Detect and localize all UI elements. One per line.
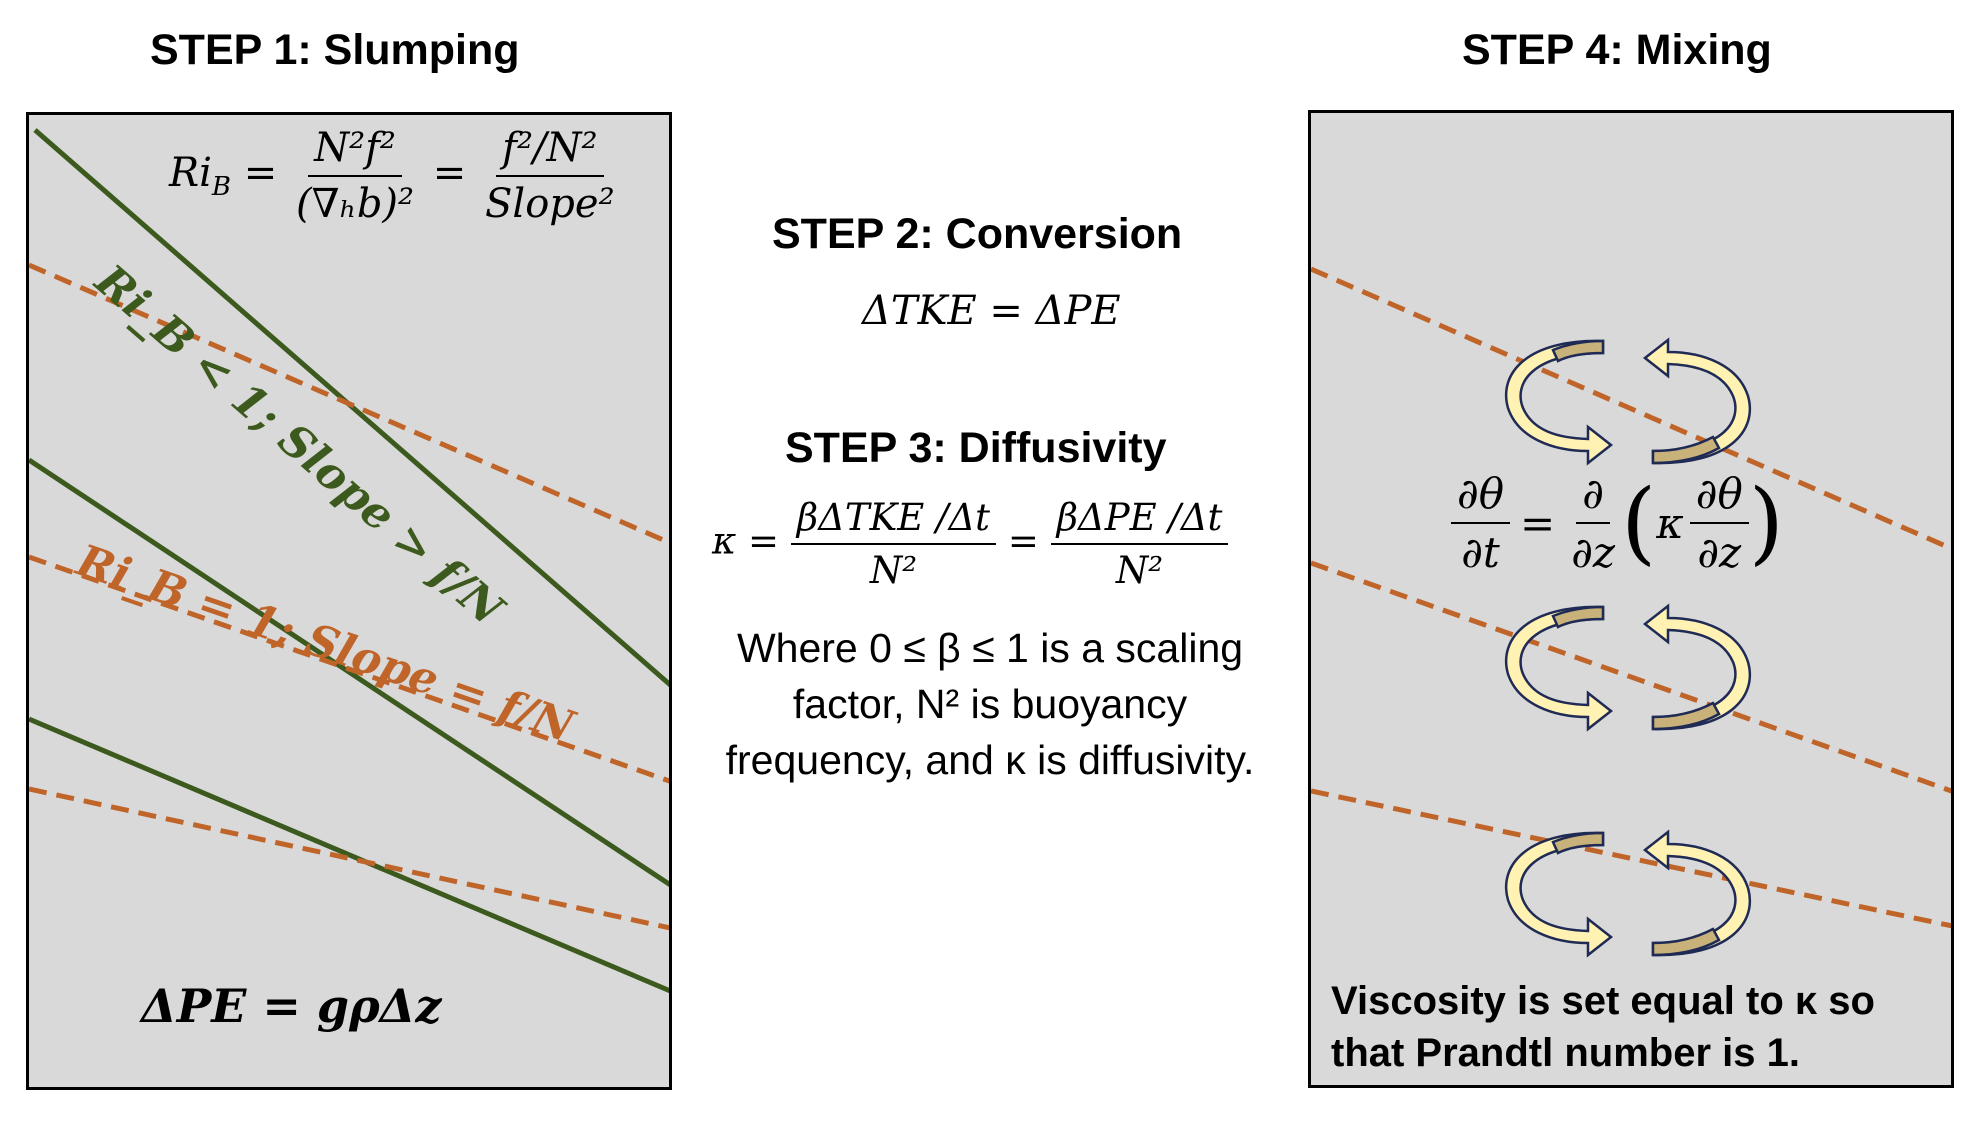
kappa-lhs: κ =: [712, 519, 780, 563]
inner-den: ∂z: [1697, 528, 1742, 577]
richardson-formula: RiB = N²f² (∇ₕb)² = f²/N² Slope²: [169, 125, 621, 227]
lhs-num: ∂θ: [1451, 469, 1511, 524]
note-line-1: Viscosity is set equal to κ so: [1331, 979, 1875, 1023]
conversion-formula: ΔTKE = ΔPE: [862, 288, 1121, 334]
diff-frac2-den: N²: [1115, 549, 1164, 592]
green-line-1: [33, 128, 669, 688]
ri-sub: B: [211, 172, 232, 202]
diff-frac2-num: βΔPE /Δt: [1050, 496, 1229, 545]
ri-fraction-1: N²f² (∇ₕb)²: [290, 125, 420, 227]
diff-eq-inner: ∂θ ∂z: [1689, 469, 1749, 577]
prandtl-note: Viscosity is set equal to κ so that Pran…: [1331, 975, 1875, 1079]
inner-num: ∂θ: [1689, 469, 1749, 524]
slumping-panel: RiB = N²f² (∇ₕb)² = f²/N² Slope² Ri_B < …: [26, 112, 672, 1090]
ri-fraction-2: f²/N² Slope²: [479, 125, 621, 227]
ri-frac2-den: Slope²: [485, 181, 615, 227]
desc-line-1: Where 0 ≤ β ≤ 1 is a scaling: [736, 625, 1244, 671]
slumping-isopycnals: [29, 128, 669, 994]
step3-title: STEP 3: Diffusivity: [785, 424, 1167, 472]
ri-frac1-num: N²f²: [308, 125, 402, 177]
step2-title: STEP 2: Conversion: [772, 210, 1183, 258]
green-line-3: [29, 716, 669, 994]
ri-lhs: Ri: [169, 150, 212, 196]
diff-eq-rhs-operator: ∂ ∂z: [1565, 469, 1621, 577]
eddy-arrows-3: [1504, 830, 1752, 957]
ri-frac2-num: f²/N²: [496, 125, 604, 177]
mixing-panel: ∂θ ∂t = ∂ ∂z ( κ ∂θ ∂z ) Viscosity is se…: [1308, 110, 1954, 1088]
green-line-2: [29, 457, 669, 888]
mix-dashed-line-2: [1311, 560, 1951, 794]
note-line-2: that Prandtl number is 1.: [1331, 1031, 1800, 1075]
rhs-den: ∂z: [1571, 528, 1616, 577]
diff-frac1-den: N²: [869, 549, 918, 592]
diff-frac1-num: βΔTKE /Δt: [790, 496, 997, 545]
desc-line-2: factor, N² is buoyancy: [792, 681, 1188, 727]
diffusivity-fraction-1: βΔTKE /Δt N²: [790, 496, 997, 592]
orange-dashed-line-2: [29, 554, 669, 784]
desc-line-3: frequency, and κ is diffusivity.: [725, 737, 1255, 783]
step4-title: STEP 4: Mixing: [1462, 26, 1772, 74]
eddy-arrows-1: [1504, 338, 1752, 465]
eddy-arrows-2: [1504, 604, 1752, 731]
diffusivity-description: Where 0 ≤ β ≤ 1 is a scaling factor, N² …: [680, 620, 1300, 788]
step1-title: STEP 1: Slumping: [150, 26, 520, 74]
potential-energy-formula: ΔPE = gρΔz: [141, 979, 442, 1033]
mixing-eddies: [1504, 338, 1752, 957]
diff-eq-lhs: ∂θ ∂t: [1451, 469, 1511, 577]
orange-dashed-line-3: [29, 786, 669, 931]
lhs-den: ∂t: [1461, 528, 1500, 577]
mixing-isopycnals: [1311, 266, 1951, 929]
inner-kappa: κ: [1656, 498, 1684, 548]
diffusion-equation: ∂θ ∂t = ∂ ∂z ( κ ∂θ ∂z ): [1451, 469, 1784, 577]
diffusivity-fraction-2: βΔPE /Δt N²: [1050, 496, 1229, 592]
rhs-num: ∂: [1576, 469, 1610, 524]
diffusivity-formula: κ = βΔTKE /Δt N² = βΔPE /Δt N²: [712, 496, 1229, 592]
mix-dashed-line-1: [1311, 266, 1951, 552]
orange-dashed-line-1: [29, 262, 669, 546]
ri-frac1-den: (∇ₕb)²: [295, 181, 415, 227]
